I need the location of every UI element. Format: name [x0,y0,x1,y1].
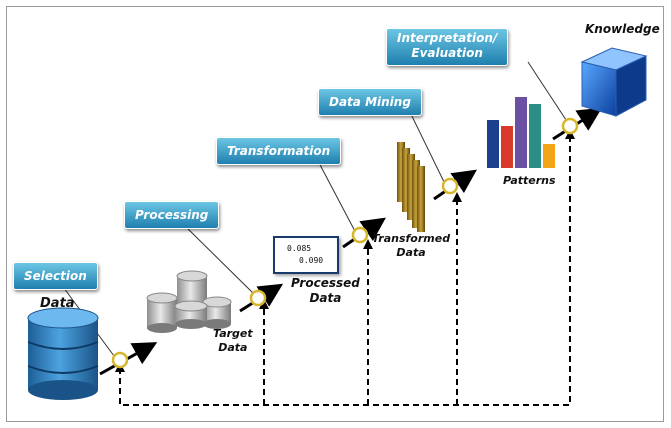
processed-value-2: 0.090 [299,256,324,265]
stage-label-patterns: Patterns [503,174,556,187]
interpretation-line-2: Evaluation [411,46,483,60]
step-tag-interpretation: Interpretation/ Evaluation [386,28,509,66]
diagram-frame [6,6,664,422]
knowledge-cube-icon [580,47,648,117]
target-data-line-1: Target [213,327,253,340]
transformed-data-line-1: Transformed [372,232,451,245]
step-tag-data-mining: Data Mining [318,88,422,116]
step-tag-processing: Processing [124,201,220,229]
value-table-icon: 0.085 0.090 [273,236,339,274]
connector-rings [111,117,579,369]
target-data-line-2: Data [218,341,248,354]
processed-data-line-2: Data [309,291,342,305]
stage-label-target-data: Target Data [213,327,253,355]
feedback-loop [119,135,571,406]
interpretation-line-1: Interpretation/ [397,31,498,45]
transformed-bars-icon [397,142,425,232]
server-stack-icon [146,270,232,333]
processed-data-line-1: Processed [291,276,360,290]
database-cylinder-icon [27,307,99,400]
stage-label-processed-data: Processed Data [291,276,360,306]
stage-label-data: Data [40,296,75,311]
leader-lines [57,61,571,361]
step-tag-selection: Selection [13,262,98,290]
step-tag-transformation: Transformation [216,137,342,165]
processed-value-1: 0.085 [287,244,312,253]
stage-label-transformed-data: Transformed Data [372,232,450,260]
transformed-data-line-2: Data [396,246,426,259]
stage-label-knowledge: Knowledge [585,22,660,36]
patterns-bar-chart-icon [487,97,555,168]
